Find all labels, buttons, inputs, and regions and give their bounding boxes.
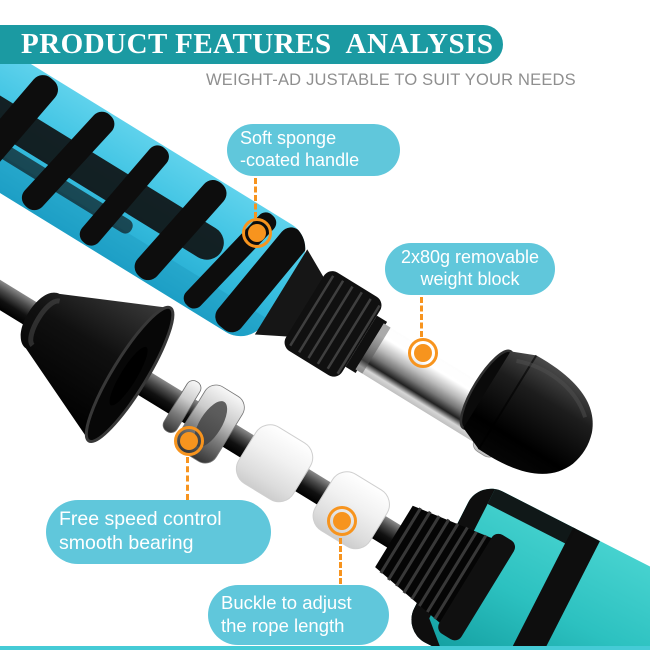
page-title: PRODUCT FEATURES ANALYSIS	[21, 28, 494, 60]
callout-connector-line	[339, 538, 342, 584]
callout-smooth-bearing: Free speed control smooth bearing	[46, 500, 271, 564]
callout-text-line: Soft sponge	[240, 128, 337, 149]
callout-text-line: the rope length	[221, 615, 345, 636]
callout-text-line: 2x80g removable	[400, 247, 540, 268]
callout-target-marker	[408, 338, 438, 368]
bottom-accent-strip	[0, 646, 650, 650]
threaded-spring-coil	[284, 271, 382, 377]
page-subtitle: WEIGHT-AD JUSTABLE TO SUIT YOUR NEEDS	[206, 71, 576, 89]
callout-text-line: smooth bearing	[59, 532, 194, 554]
callout-target-marker	[242, 218, 272, 248]
marker-dot-icon	[414, 344, 432, 362]
marker-dot-icon	[180, 432, 198, 450]
title-banner: PRODUCT FEATURES ANALYSIS	[0, 25, 503, 64]
callout-weight-block: 2x80g removable weight block	[385, 243, 555, 295]
sponge-handle-top	[0, 0, 524, 458]
callout-connector-line	[186, 457, 189, 500]
weight-end-cap	[459, 349, 593, 474]
threaded-connector	[375, 505, 516, 641]
handle-taper	[254, 249, 326, 337]
marker-dot-icon	[248, 224, 266, 242]
marker-dot-icon	[333, 512, 351, 530]
rope-buckle-1	[235, 424, 314, 503]
callout-target-marker	[174, 426, 204, 456]
callout-text-line: -coated handle	[240, 150, 360, 170]
bell-end-cap	[20, 292, 175, 444]
callout-text-line: Buckle to adjust	[221, 592, 352, 614]
callout-text-line: weight block	[420, 269, 520, 289]
callout-target-marker	[327, 506, 357, 536]
bearing-washer	[162, 380, 202, 433]
callout-connector-line	[420, 297, 423, 337]
callout-rope-buckle: Buckle to adjust the rope length	[208, 585, 389, 645]
callout-soft-sponge-handle: Soft sponge -coated handle	[227, 124, 400, 176]
callout-connector-line	[254, 178, 257, 218]
callout-text-line: Free speed control	[59, 508, 222, 531]
